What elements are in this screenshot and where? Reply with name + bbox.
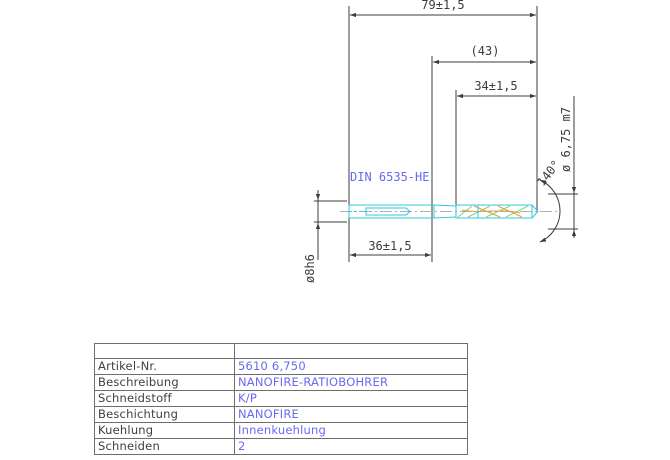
table-row: Kuehlung Innenkuehlung	[94, 422, 468, 439]
table-row: Schneiden 2	[94, 438, 468, 455]
standard-label: DIN 6535-HE	[350, 170, 429, 184]
table-row: Beschreibung NANOFIRE-RATIOBOHRER	[94, 374, 468, 391]
table-header-cell	[234, 343, 468, 359]
drill-point	[531, 204, 539, 219]
flute-body-outline	[455, 204, 533, 219]
row-label: Schneidstoff	[94, 390, 235, 407]
row-value: NANOFIRE	[234, 406, 468, 423]
reference-length-label: (43)	[471, 44, 500, 58]
coolant-channel	[365, 207, 411, 216]
flute-length-label: 34±1,5	[474, 79, 517, 93]
table-row: Beschichtung NANOFIRE	[94, 406, 468, 423]
neck-outline	[433, 204, 457, 219]
row-label: Beschreibung	[94, 374, 235, 391]
row-value: 5610 6,750	[234, 358, 468, 375]
shank-length-label: 36±1,5	[368, 239, 411, 253]
table-row: Artikel-Nr. 5610 6,750	[94, 358, 468, 375]
spec-table: Artikel-Nr. 5610 6,750 Beschreibung NANO…	[94, 343, 468, 455]
row-label: Kuehlung	[94, 422, 235, 439]
shank-diameter-label: ø8h6	[303, 254, 317, 283]
row-label: Artikel-Nr.	[94, 358, 235, 375]
row-value: Innenkuehlung	[234, 422, 468, 439]
dimension-lines	[315, 12, 577, 260]
table-header-cell	[94, 343, 235, 359]
row-value: K/P	[234, 390, 468, 407]
row-label: Schneiden	[94, 438, 235, 455]
table-header-row	[94, 343, 468, 359]
cutting-diameter-label: ø 6,75 m7	[559, 107, 573, 172]
row-value: NANOFIRE-RATIOBOHRER	[234, 374, 468, 391]
dimension-texts: 79±1,5 (43) 34±1,5 36±1,5 ø8h6 ø 6,75 m7…	[303, 0, 573, 283]
overall-length-label: 79±1,5	[421, 0, 464, 12]
extension-lines	[314, 6, 578, 262]
point-angle-arc	[539, 179, 561, 243]
table-row: Schneidstoff K/P	[94, 390, 468, 407]
drill-outline	[340, 204, 560, 219]
row-label: Beschichtung	[94, 406, 235, 423]
row-value: 2	[234, 438, 468, 455]
